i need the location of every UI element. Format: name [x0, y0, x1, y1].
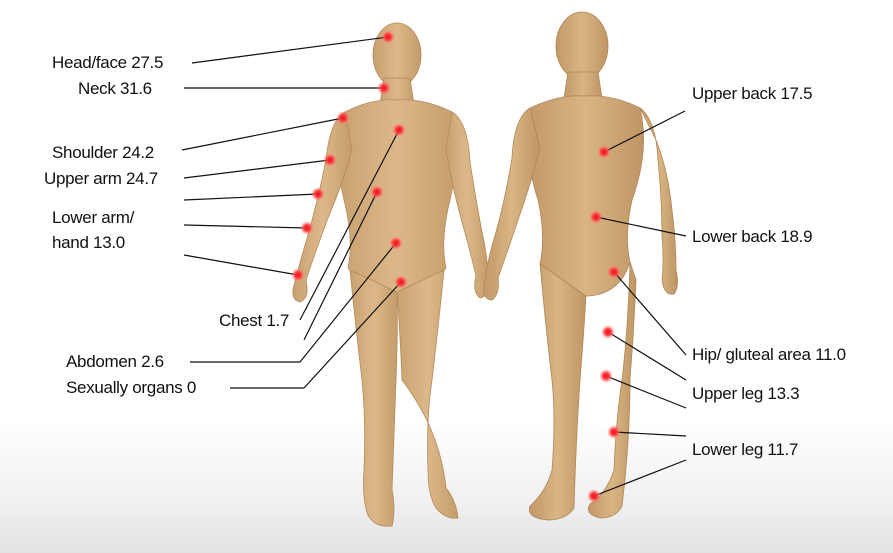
front-left-leg — [350, 270, 397, 526]
label-lower-leg: Lower leg 11.7 — [692, 440, 798, 460]
marker-lower-arm-1 — [311, 187, 325, 201]
leader-lower-arm-2 — [184, 225, 307, 228]
label-head-face: Head/face 27.5 — [52, 53, 163, 73]
marker-chest-1 — [392, 123, 406, 137]
front-head — [373, 23, 421, 87]
marker-lower-leg-2 — [587, 489, 601, 503]
leader-upper-leg-2 — [606, 376, 686, 408]
marker-lower-leg-1 — [607, 425, 621, 439]
label-lower-arm-line1: Lower arm/ — [52, 208, 134, 228]
front-figure — [293, 23, 488, 526]
label-upper-arm: Upper arm 24.7 — [44, 169, 158, 189]
leader-lower-arm-1 — [184, 194, 318, 200]
marker-hip-gluteal — [607, 265, 621, 279]
label-upper-leg: Upper leg 13.3 — [692, 384, 799, 404]
marker-lower-arm-2 — [300, 221, 314, 235]
marker-sexual-organs — [394, 275, 408, 289]
label-chest: Chest 1.7 — [219, 311, 289, 331]
back-figure — [484, 12, 678, 520]
label-sexual-organs: Sexually organs 0 — [66, 378, 196, 398]
label-upper-back: Upper back 17.5 — [692, 84, 812, 104]
back-right-arm — [640, 108, 678, 294]
label-neck: Neck 31.6 — [78, 79, 152, 99]
marker-head — [381, 30, 395, 44]
marker-shoulder — [336, 111, 350, 125]
marker-hand — [291, 268, 305, 282]
leader-shoulder — [182, 118, 343, 150]
marker-abdomen — [389, 236, 403, 250]
marker-upper-arm — [323, 153, 337, 167]
back-right-leg — [588, 262, 636, 518]
marker-lower-back — [589, 210, 603, 224]
back-left-arm — [484, 108, 540, 300]
back-left-leg — [529, 264, 586, 520]
label-lower-arm-line2: hand 13.0 — [52, 233, 125, 253]
label-hip-gluteal: Hip/ gluteal area 11.0 — [692, 345, 846, 365]
back-torso — [527, 96, 643, 296]
marker-upper-leg-2 — [599, 369, 613, 383]
label-shoulder: Shoulder 24.2 — [52, 143, 154, 163]
marker-neck — [377, 81, 391, 95]
leader-upper-leg-1 — [608, 332, 686, 380]
leader-upper-arm — [184, 160, 330, 178]
back-neck — [564, 72, 602, 98]
leader-lower-leg-2 — [594, 460, 686, 496]
front-right-arm — [446, 112, 488, 298]
front-right-leg — [397, 270, 458, 518]
marker-upper-leg-1 — [601, 325, 615, 339]
marker-chest-2 — [370, 185, 384, 199]
marker-upper-back — [597, 145, 611, 159]
leader-head-face — [192, 37, 388, 63]
label-abdomen: Abdomen 2.6 — [66, 352, 164, 372]
leader-hand — [184, 255, 298, 275]
back-head — [556, 12, 608, 80]
label-lower-back: Lower back 18.9 — [692, 227, 812, 247]
